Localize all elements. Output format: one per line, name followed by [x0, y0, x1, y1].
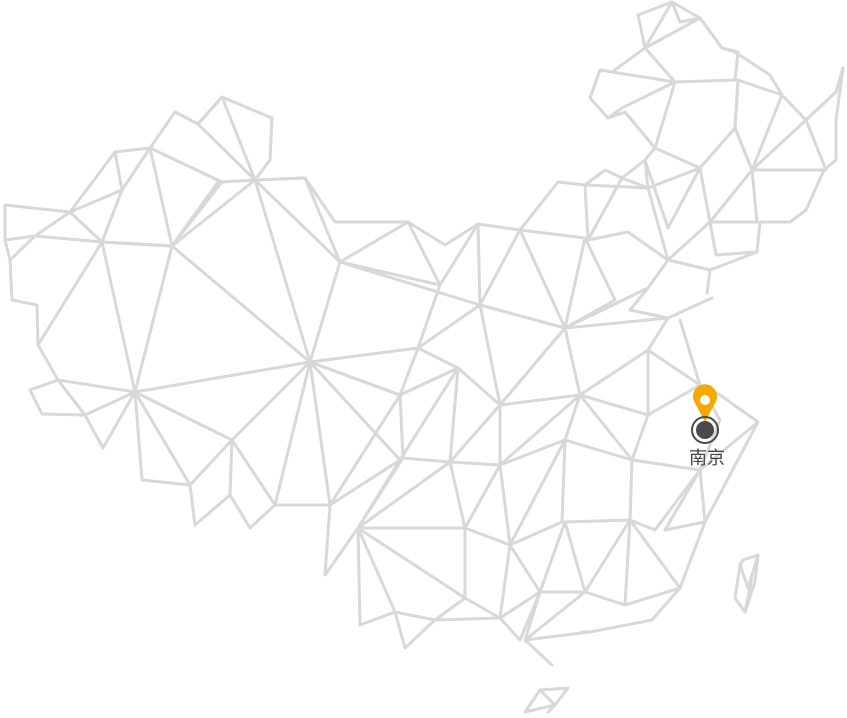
location-dot-ring — [691, 416, 719, 444]
map-edge — [628, 258, 714, 320]
map-edge — [523, 686, 570, 714]
map-edge — [606, 80, 677, 150]
map-edge — [498, 316, 702, 417]
map-edge — [743, 576, 754, 614]
map-edge — [463, 438, 702, 642]
city-marker-nanjing[interactable]: 南京 — [689, 384, 725, 469]
map-wireframe — [3, 0, 845, 714]
map-pin-icon — [693, 384, 717, 422]
map-edge — [3, 238, 12, 262]
map-edge — [28, 378, 137, 450]
map-edge — [738, 553, 760, 590]
city-label: 南京 — [689, 448, 725, 469]
map-edge — [523, 420, 760, 667]
map-edge — [643, 0, 740, 84]
map-edge — [643, 118, 828, 230]
map-edge — [36, 178, 650, 407]
map-edge — [708, 220, 759, 257]
map-edge — [586, 168, 759, 272]
map-edge — [100, 95, 342, 264]
map-edge — [433, 616, 502, 622]
map-edge — [636, 0, 845, 295]
map-edge — [3, 150, 124, 244]
map-edge — [273, 360, 460, 577]
map-edge — [133, 360, 312, 530]
location-dot — [696, 421, 714, 439]
map-edge — [610, 70, 784, 172]
map-edge — [398, 346, 420, 397]
map-edge — [356, 393, 582, 650]
map-edge — [538, 688, 557, 714]
map-edge — [8, 95, 522, 347]
